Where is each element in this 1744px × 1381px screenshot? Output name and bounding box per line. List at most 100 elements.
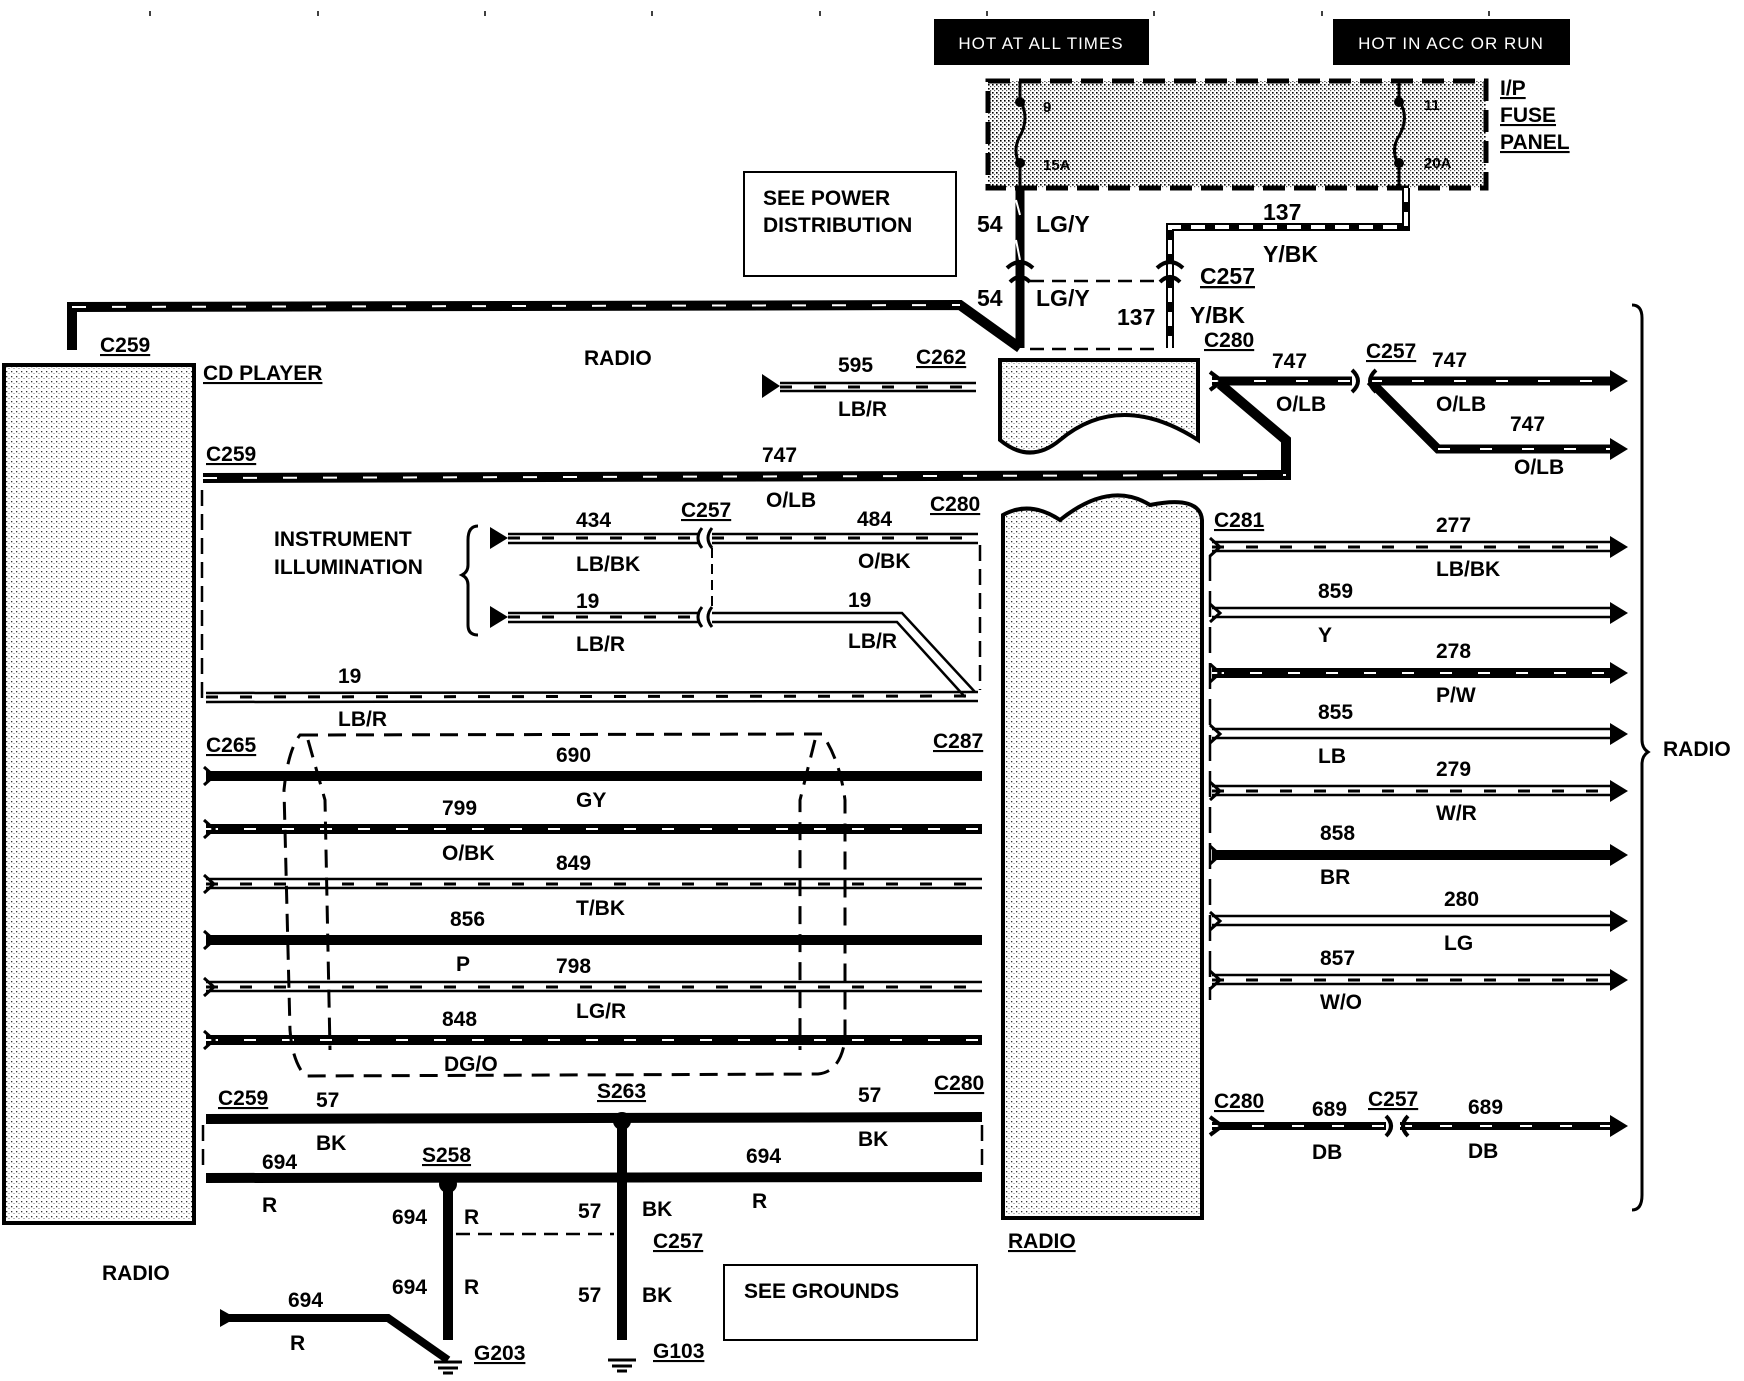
wire-color: GY <box>576 789 606 812</box>
wire-color: BK <box>642 1284 672 1307</box>
circuit-number: 19 <box>338 665 361 688</box>
ruler-ticks <box>149 11 1490 16</box>
arrow-icon <box>1610 723 1628 745</box>
instrument-illumination-label: ILLUMINATION <box>274 556 423 579</box>
wire-color: O/LB <box>1514 456 1564 479</box>
connector-c265: C265 <box>206 734 257 757</box>
instrument-illumination-label: INSTRUMENT <box>274 528 412 551</box>
wire-color: P/W <box>1436 684 1476 707</box>
wire-color: Y <box>1318 624 1332 647</box>
ground-g103-icon <box>608 1358 636 1373</box>
circuit-number: 278 <box>1436 640 1471 663</box>
wire-color: O/BK <box>858 550 911 573</box>
power-wiring <box>1005 188 1410 351</box>
wire-color: Y/BK <box>1190 302 1245 328</box>
circuit-number: 279 <box>1436 758 1471 781</box>
wire-color: T/BK <box>576 897 625 920</box>
note-line: DISTRIBUTION <box>763 214 912 237</box>
circuit-number: 694 <box>746 1145 781 1168</box>
circuit-number: 595 <box>838 354 873 377</box>
wire-484 <box>712 532 978 545</box>
see-grounds-note[interactable]: SEE GROUNDS <box>723 1264 978 1341</box>
wire-color: R <box>752 1190 767 1213</box>
wire-color: O/LB <box>766 489 816 512</box>
wire-color: LB/R <box>338 708 387 731</box>
connector-c262: C262 <box>916 346 966 369</box>
connector-c259: C259 <box>218 1087 268 1110</box>
right-747-wiring <box>1208 368 1610 454</box>
circuit-number: 694 <box>288 1289 323 1312</box>
wire-color: W/O <box>1320 991 1362 1014</box>
wire-color: O/BK <box>442 842 495 865</box>
note-line: SEE GROUNDS <box>744 1280 899 1303</box>
connector-c259: C259 <box>206 443 256 466</box>
splice-s258-icon <box>439 1175 457 1193</box>
connector-c281: C281 <box>1214 509 1265 532</box>
radio-component <box>1001 493 1204 1220</box>
circuit-number: 857 <box>1320 947 1355 970</box>
circuit-number: 799 <box>442 797 477 820</box>
see-power-distribution-note[interactable]: SEE POWER DISTRIBUTION <box>743 171 957 277</box>
connector-c257: C257 <box>1368 1088 1418 1111</box>
circuit-number: 137 <box>1117 304 1155 330</box>
circuit-number: 798 <box>556 955 591 978</box>
arrow-icon <box>1610 844 1628 866</box>
circuit-number: 694 <box>392 1276 427 1299</box>
shield-outline <box>282 732 847 1078</box>
circuit-number: 848 <box>442 1008 477 1031</box>
arrow-icon <box>1610 536 1628 558</box>
wire-color: P <box>456 953 470 976</box>
bracket-icon <box>1631 303 1651 1212</box>
circuit-number: 54 <box>977 211 1003 237</box>
tag-label: HOT IN ACC OR RUN <box>1358 34 1544 53</box>
right-wire-list: 277LB/BK859Y278P/W855LB279W/R858BR280LG8… <box>1208 514 1628 1014</box>
wire-747-long <box>202 380 1291 483</box>
wire-color: R <box>290 1332 305 1355</box>
wire-color: BR <box>1320 866 1350 889</box>
circuit-number: 689 <box>1312 1098 1347 1121</box>
wire-color: O/LB <box>1276 393 1326 416</box>
connector-c257: C257 <box>681 499 731 522</box>
component-label-radio: RADIO <box>1663 738 1731 761</box>
circuit-number: 855 <box>1318 701 1353 724</box>
bracket-icon <box>458 524 479 637</box>
radio-connector-block <box>998 358 1200 455</box>
circuit-number: 694 <box>392 1206 427 1229</box>
circuit-number: 54 <box>977 285 1003 311</box>
wire-color: BK <box>316 1132 346 1155</box>
connector-c280: C280 <box>934 1072 984 1095</box>
ground-wiring <box>201 1112 984 1364</box>
ground-g203: G203 <box>474 1342 525 1365</box>
wire-19-a <box>490 606 700 628</box>
connector-c257: C257 <box>653 1230 703 1253</box>
wire-color: LB/R <box>576 633 625 656</box>
cd-player-component <box>2 363 196 1225</box>
wire-color: LB/R <box>838 398 887 421</box>
fuse-number: 11 <box>1424 97 1440 114</box>
wire-color: BK <box>642 1198 672 1221</box>
circuit-number: 484 <box>857 508 892 531</box>
ground-g103: G103 <box>653 1340 704 1363</box>
circuit-number: 859 <box>1318 580 1353 603</box>
circuit-number: 747 <box>762 444 797 467</box>
connector-c280: C280 <box>930 493 980 516</box>
arrow-icon <box>1610 602 1628 624</box>
connector-c280: C280 <box>1214 1090 1264 1113</box>
ground-g203-icon <box>434 1360 462 1375</box>
circuit-number: 694 <box>262 1151 297 1174</box>
wire-color: R <box>464 1276 479 1299</box>
wire-color: R <box>262 1194 277 1217</box>
circuit-number: 57 <box>578 1284 601 1307</box>
